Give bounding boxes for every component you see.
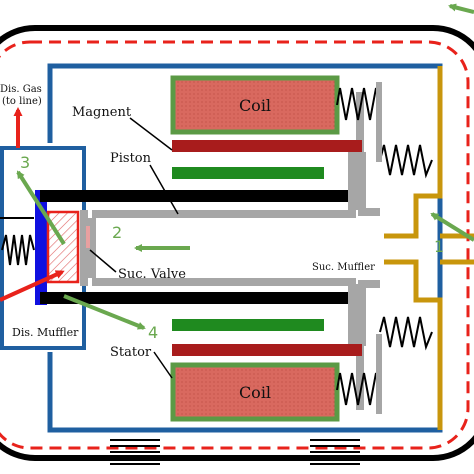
piston-leader bbox=[149, 164, 179, 215]
stator-leader bbox=[153, 351, 173, 379]
dis-gas-label-2: (to line) bbox=[2, 96, 42, 107]
dis-muffler-label: Dis. Muffler bbox=[12, 326, 79, 339]
spring-bottom-inner bbox=[379, 316, 433, 351]
spring-top-inner bbox=[379, 144, 433, 179]
outer-shell bbox=[0, 25, 474, 461]
piston-label: Piston bbox=[110, 151, 152, 166]
piston-stem bbox=[88, 218, 96, 278]
coil-bottom bbox=[170, 362, 340, 422]
flow-arrow-top-right bbox=[448, 3, 474, 14]
flow-arrow-1 bbox=[430, 212, 474, 242]
bottom-spring-right bbox=[310, 439, 360, 465]
muffler-spring bbox=[1, 234, 35, 266]
gas-path-dashed bbox=[0, 40, 470, 450]
magnet-label: Magnent bbox=[72, 105, 132, 120]
spring-top-outer bbox=[336, 87, 381, 121]
cylinder-top bbox=[40, 190, 352, 202]
stator-label: Stator bbox=[110, 345, 152, 360]
spring-bar-bottom bbox=[376, 334, 382, 414]
dis-muffler-plate bbox=[35, 190, 47, 305]
coil-top-label: Coil bbox=[239, 96, 271, 115]
flow-marker-4: 4 bbox=[148, 323, 158, 342]
magnet-red-top bbox=[172, 140, 362, 152]
suc-valve-label: Suc. Valve bbox=[118, 267, 186, 282]
spring-bar-top bbox=[376, 82, 382, 162]
chamber-red-arrow bbox=[0, 270, 65, 302]
piston bbox=[92, 152, 380, 346]
suc-muffler-label: Suc. Muffler bbox=[312, 262, 375, 273]
flow-marker-2: 2 bbox=[112, 223, 122, 242]
coil-bottom-label: Coil bbox=[239, 383, 271, 402]
flow-arrow-4 bbox=[63, 294, 146, 330]
cylinder-bottom bbox=[40, 292, 352, 304]
suction-muffler-plate bbox=[384, 66, 443, 430]
suc-valve-leader bbox=[89, 249, 117, 273]
spring-bottom-outer bbox=[336, 372, 381, 406]
bottom-spring-left bbox=[110, 439, 160, 465]
magnet-red-bottom bbox=[172, 344, 362, 356]
flow-marker-3: 3 bbox=[20, 153, 30, 172]
magnet-green-bottom bbox=[172, 319, 324, 331]
inner-frame bbox=[47, 63, 443, 433]
flow-marker-1: 1 bbox=[434, 237, 444, 256]
piston-head bbox=[80, 210, 88, 286]
magnet-leader bbox=[129, 117, 173, 151]
flow-arrow-3 bbox=[16, 170, 66, 246]
dis-gas-label-1: Dis. Gas bbox=[0, 84, 42, 95]
magnet-green-top bbox=[172, 167, 324, 179]
suc-valve bbox=[86, 226, 90, 248]
